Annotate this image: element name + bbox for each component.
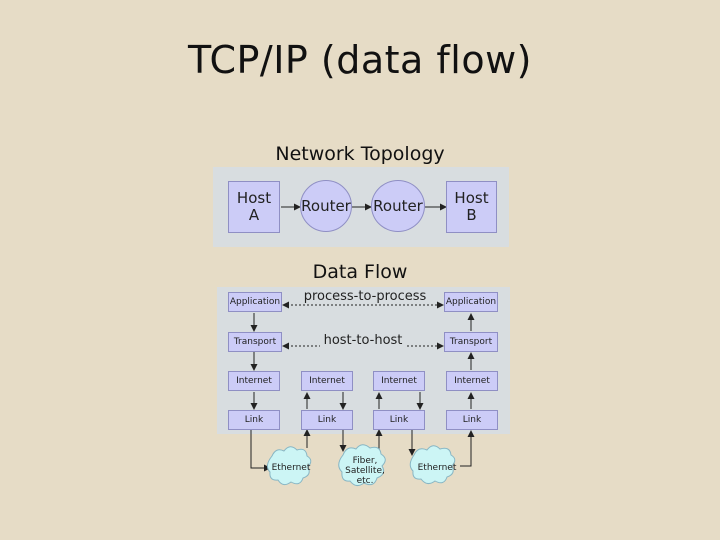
router-2-node: Router <box>371 180 425 232</box>
router-1-node: Router <box>300 180 352 232</box>
topology-title: Network Topology <box>275 143 445 165</box>
host-b-link: Link <box>446 410 498 430</box>
router-1-internet: Internet <box>301 371 353 391</box>
fiber-label: Fiber, Satellite, etc. <box>345 456 385 486</box>
host-a-to-ethernet <box>250 430 271 472</box>
host-b-internet: Internet <box>446 371 498 391</box>
cloud-fiber <box>338 444 386 487</box>
slide-title: TCP/IP (data flow) <box>187 38 533 82</box>
host-a-application: Application <box>228 292 282 312</box>
host-a-internet: Internet <box>228 371 280 391</box>
cloud-ethernet-left <box>266 446 312 486</box>
host-to-host-label: host-to-host <box>320 333 406 348</box>
router-2-internet: Internet <box>373 371 425 391</box>
dataflow-title: Data Flow <box>312 261 408 283</box>
process-to-process-label: process-to-process <box>300 289 430 304</box>
host-b-transport: Transport <box>444 332 498 352</box>
router-1-link: Link <box>301 410 353 430</box>
host-b-application: Application <box>444 292 498 312</box>
host-b-box: Host B <box>446 181 497 233</box>
ethernet-to-host-b <box>460 430 475 467</box>
host-a-transport: Transport <box>228 332 282 352</box>
host-a-link: Link <box>228 410 280 430</box>
router-2-link: Link <box>373 410 425 430</box>
ethernet-left-label: Ethernet <box>271 463 311 473</box>
cloud-ethernet-right <box>409 445 456 485</box>
ethernet-right-label: Ethernet <box>417 463 457 473</box>
host-a-box: Host A <box>228 181 280 233</box>
